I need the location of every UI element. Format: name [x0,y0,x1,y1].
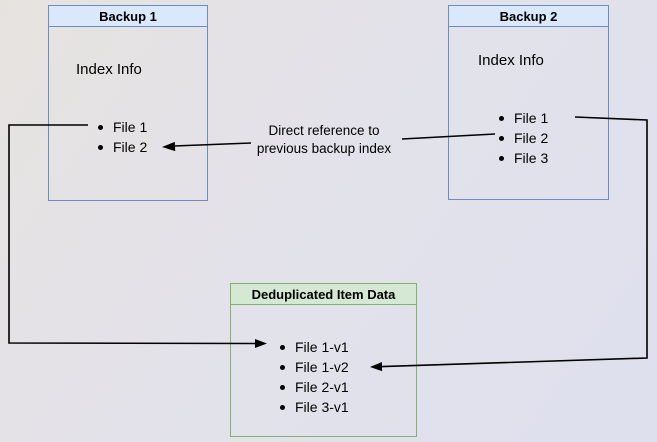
backup2-box: Backup 2 Index Info File 1 File 2 File 3 [448,5,609,200]
backup2-file-list: File 1 File 2 File 3 [499,108,548,168]
list-item: File 1 [98,117,147,137]
list-item: File 2 [499,128,548,148]
annotation-line2: previous backup index [256,141,392,156]
annotation-line1: Direct reference to [268,123,380,138]
backup1-index-info-label: Index Info [76,61,142,78]
list-item: File 1 [499,108,548,128]
list-item: File 1-v2 [280,357,349,377]
backup1-file-list: File 1 File 2 [98,117,147,157]
dedup-title: Deduplicated Item Data [231,284,416,305]
backup2-title: Backup 2 [449,6,608,27]
list-item: File 1-v1 [280,337,349,357]
direct-reference-annotation: Direct reference to previous backup inde… [238,122,410,158]
list-item: File 3 [499,148,548,168]
dedup-file-list: File 1-v1 File 1-v2 File 2-v1 File 3-v1 [280,337,349,417]
list-item: File 2 [98,137,147,157]
backup1-title: Backup 1 [49,6,207,27]
backup2-index-info-label: Index Info [478,52,544,69]
deduplicated-item-data-box: Deduplicated Item Data File 1-v1 File 1-… [230,283,417,437]
backup1-box: Backup 1 Index Info File 1 File 2 [48,5,208,201]
list-item: File 2-v1 [280,377,349,397]
list-item: File 3-v1 [280,397,349,417]
